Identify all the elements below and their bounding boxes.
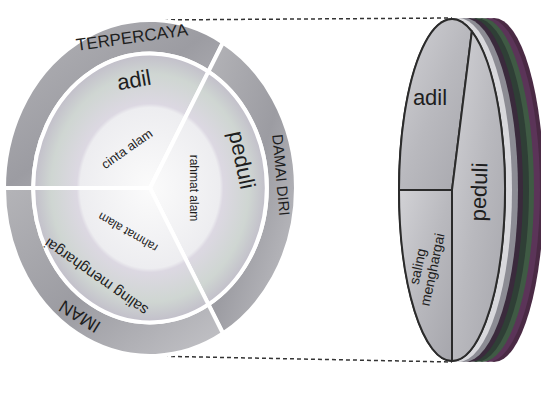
value-word: adil bbox=[413, 86, 447, 109]
value-word: peduli bbox=[466, 162, 491, 221]
wedge-outline bbox=[150, 72, 267, 305]
inner-word: rahmat alam bbox=[188, 155, 201, 222]
outer-band-outline bbox=[4, 20, 223, 188]
wedge-outline bbox=[33, 188, 208, 322]
disc-sector-outline bbox=[399, 19, 472, 190]
outer-band-outline bbox=[208, 43, 296, 334]
value-word: saling menghargai bbox=[401, 221, 448, 315]
inner-word: cinta alam bbox=[98, 127, 154, 172]
value-label: DAMAI DIRI bbox=[269, 133, 292, 216]
outer-band-outline bbox=[4, 188, 223, 356]
wedge-outline bbox=[33, 54, 208, 188]
value-word: saling menghargai bbox=[41, 236, 150, 319]
disc-sector-outline bbox=[452, 31, 505, 361]
value-label: IMAN bbox=[56, 296, 104, 336]
inner-word: rahmat alam bbox=[96, 210, 160, 254]
value-word: adil bbox=[115, 66, 153, 95]
disc-sector-outline bbox=[399, 190, 452, 361]
value-word: peduli bbox=[224, 129, 259, 191]
value-label: TERPERCAYA bbox=[75, 22, 189, 55]
